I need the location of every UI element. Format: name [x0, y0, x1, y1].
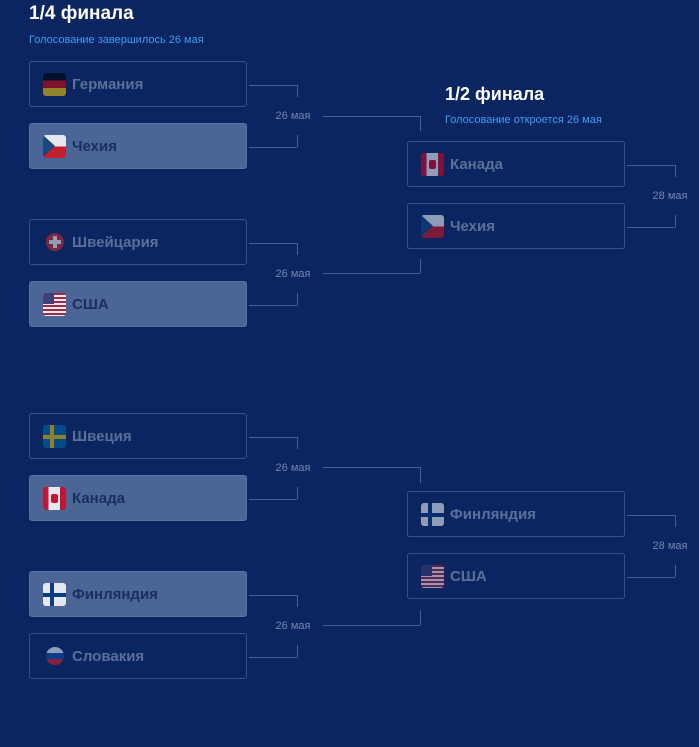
team-name: Швеция	[72, 427, 132, 445]
bracket-line	[297, 243, 298, 255]
bracket-line	[323, 273, 420, 274]
team-name: Словакия	[72, 647, 145, 665]
match-date: 26 мая	[275, 110, 311, 122]
team-name: Финляндия	[72, 585, 158, 603]
match-date: 26 мая	[275, 268, 311, 280]
flag-slovakia-icon	[46, 647, 64, 665]
flag-finland-icon	[421, 502, 444, 526]
bracket-line	[627, 515, 675, 516]
bracket-line	[323, 116, 420, 117]
flag-finland-icon	[43, 582, 66, 606]
flag-czech-icon	[421, 214, 444, 238]
semifinal-team-finland[interactable]: Финляндия	[407, 491, 625, 537]
flag-switzerland-icon	[46, 233, 64, 251]
bracket-line	[249, 437, 297, 438]
bracket-line	[627, 227, 675, 228]
semifinal-title: 1/2 финала	[445, 84, 545, 104]
match-date: 28 мая	[652, 540, 688, 552]
bracket-line	[297, 437, 298, 449]
team-sweden[interactable]: Швеция	[29, 413, 247, 459]
flag-germany-icon	[43, 72, 66, 96]
team-switzerland[interactable]: Швейцария	[29, 219, 247, 265]
bracket-line	[297, 135, 298, 147]
bracket-line	[249, 499, 297, 500]
match-date: 26 мая	[275, 462, 311, 474]
bracket-line	[249, 595, 297, 596]
bracket-line	[627, 165, 675, 166]
flag-canada-icon	[421, 152, 444, 176]
bracket-line	[249, 657, 297, 658]
bracket-line	[323, 625, 420, 626]
bracket-line	[675, 565, 676, 577]
flag-sweden-icon	[43, 424, 66, 448]
team-canada[interactable]: Канада	[29, 475, 247, 521]
semifinal-team-czech[interactable]: Чехия	[407, 203, 625, 249]
flag-usa-icon	[421, 564, 444, 588]
bracket-line	[627, 577, 675, 578]
bracket-line	[297, 645, 298, 657]
match-date: 26 мая	[275, 620, 311, 632]
team-name: Канада	[450, 155, 503, 173]
bracket-line	[249, 243, 297, 244]
team-name: США	[450, 567, 487, 585]
semifinal-team-canada[interactable]: Канада	[407, 141, 625, 187]
team-czech[interactable]: Чехия	[29, 123, 247, 169]
bracket-line	[323, 467, 420, 468]
semifinal-status: Голосование откроется 26 мая	[445, 114, 602, 126]
bracket-line	[420, 610, 421, 625]
bracket-line	[420, 467, 421, 483]
bracket-line	[249, 147, 297, 148]
bracket-line	[420, 116, 421, 131]
flag-usa-icon	[43, 292, 66, 316]
team-usa[interactable]: США	[29, 281, 247, 327]
match-date: 28 мая	[652, 190, 688, 202]
team-name: Швейцария	[72, 233, 159, 251]
team-name: Чехия	[450, 217, 495, 235]
flag-canada-icon	[43, 486, 66, 510]
team-name: Канада	[72, 489, 125, 507]
bracket-line	[297, 293, 298, 305]
team-name: Чехия	[72, 137, 117, 155]
bracket-line	[249, 85, 297, 86]
team-name: Финляндия	[450, 505, 536, 523]
bracket-line	[420, 259, 421, 273]
team-slovakia[interactable]: Словакия	[29, 633, 247, 679]
bracket-line	[675, 215, 676, 227]
bracket-line	[675, 515, 676, 527]
team-name: Германия	[72, 75, 144, 93]
team-finland[interactable]: Финляндия	[29, 571, 247, 617]
flag-czech-icon	[43, 134, 66, 158]
bracket-line	[297, 487, 298, 499]
bracket-line	[249, 305, 297, 306]
bracket-line	[297, 595, 298, 607]
team-germany[interactable]: Германия	[29, 61, 247, 107]
bracket-line	[297, 85, 298, 97]
team-name: США	[72, 295, 109, 313]
quarterfinal-title: 1/4 финала	[29, 3, 134, 24]
semifinal-team-usa[interactable]: США	[407, 553, 625, 599]
bracket-line	[675, 165, 676, 177]
quarterfinal-status: Голосование завершилось 26 мая	[29, 34, 204, 46]
